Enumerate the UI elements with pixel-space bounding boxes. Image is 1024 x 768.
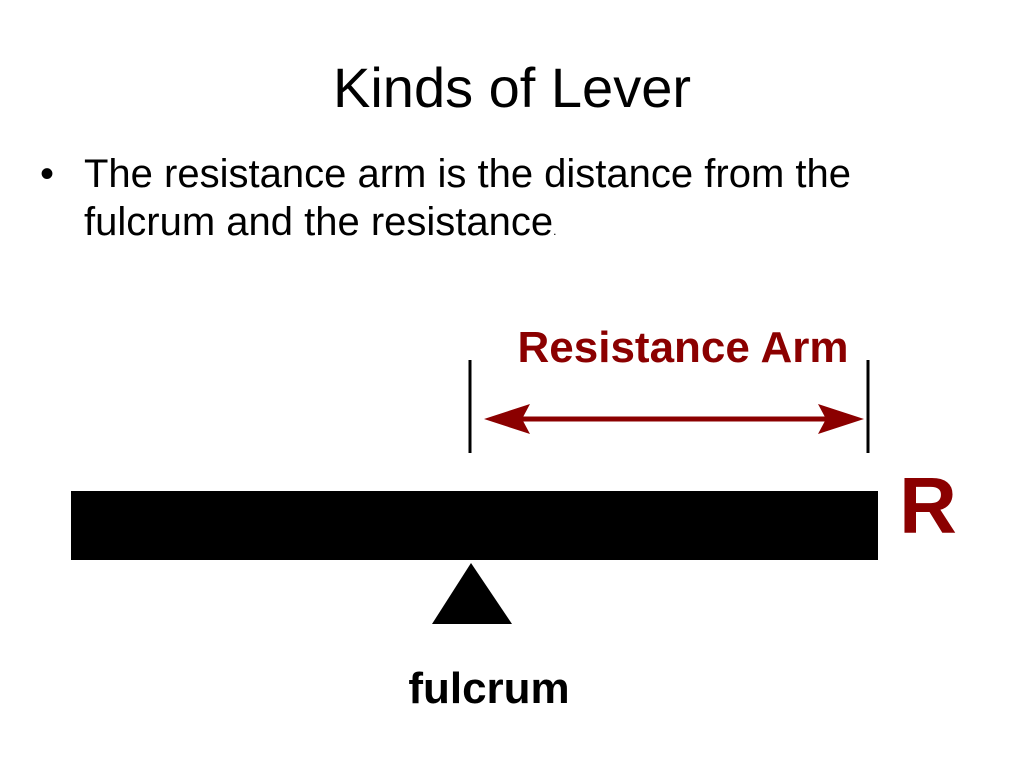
resistance-arm-label: Resistance Arm [518, 323, 849, 372]
arm-arrow-left-head [484, 404, 530, 434]
arm-arrow-right-head [818, 404, 864, 434]
fulcrum-triangle [432, 563, 512, 624]
bullet-text: The resistance arm is the distance from … [84, 152, 851, 244]
fulcrum-label: fulcrum [408, 664, 569, 713]
bullet-marker: • [40, 152, 55, 196]
bullet-text-container: The resistance arm is the distance from … [84, 150, 984, 255]
bullet-period: . [553, 224, 557, 238]
lever-bar [71, 491, 878, 560]
resistance-label: R [899, 461, 957, 550]
slide-title: Kinds of Lever [333, 56, 691, 119]
